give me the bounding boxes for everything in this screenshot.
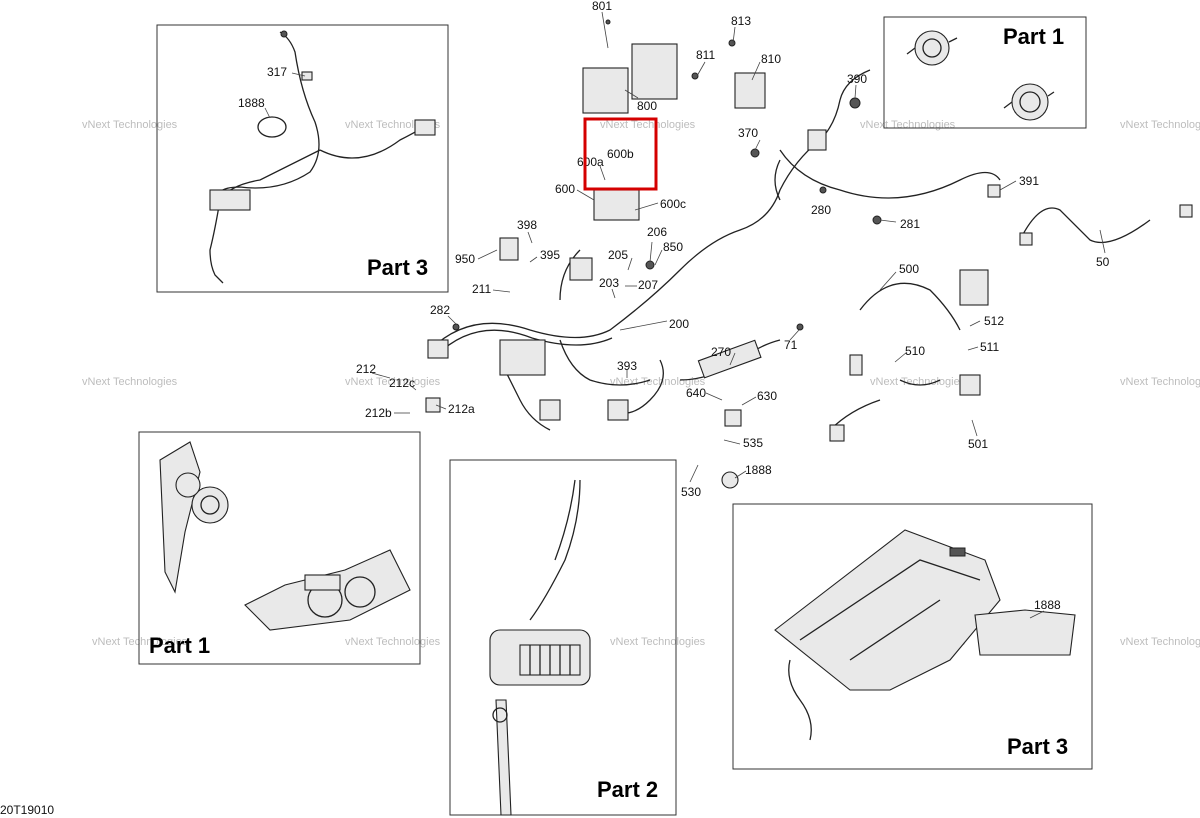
callout-500[interactable]: 500 [899,262,919,276]
panel-part1-bottom-left[interactable]: Part 1 [138,431,421,665]
watermark: vNext Technologies [610,376,706,388]
callout-811[interactable]: 811 [696,48,715,62]
body-tub-drawing [774,529,1076,741]
winch-drawing [489,479,591,816]
highlight-box [583,117,658,191]
callout-212b[interactable]: 212b [365,406,392,420]
callout-512[interactable]: 512 [984,314,1004,328]
callout-510[interactable]: 510 [905,344,925,358]
watermark: vNext Technologies [345,636,441,648]
panel-part2-bottom-center[interactable]: Part 2 [449,459,677,816]
callout-206[interactable]: 206 [647,225,667,239]
callout-212a[interactable]: 212a [448,402,475,416]
callout-211[interactable]: 211 [472,282,491,296]
callout-390[interactable]: 390 [847,72,867,86]
callout-801[interactable]: 801 [592,0,612,13]
callout-511[interactable]: 511 [980,340,999,354]
callout-600[interactable]: 600 [555,182,575,196]
panel-title: Part 3 [367,255,428,280]
harness-drawing [209,30,436,284]
callout-950[interactable]: 950 [455,252,475,266]
callout-370[interactable]: 370 [738,126,758,140]
callout-281[interactable]: 281 [900,217,920,231]
headlight-drawing [159,441,411,631]
callout-530[interactable]: 530 [681,485,701,499]
callouts: 801 813 811 810 800 390 370 600b 600a 60… [238,0,1110,612]
callout-1888[interactable]: 1888 [1034,598,1061,612]
callout-50[interactable]: 50 [1096,255,1110,269]
callout-282[interactable]: 282 [430,303,450,317]
callout-395[interactable]: 395 [540,248,560,262]
watermark: vNext Technologies [600,119,696,131]
panel-part1-top-right[interactable]: Part 1 [883,16,1087,129]
ecu-module [582,67,629,114]
watermark: vNext Technologies [870,376,966,388]
callout-600b[interactable]: 600b [607,147,634,161]
panel-title: Part 1 [149,633,210,658]
leader-lines [264,11,1106,619]
panel-part3-top-left[interactable]: Part 3 [156,24,449,293]
callout-630[interactable]: 630 [757,389,777,403]
callout-535[interactable]: 535 [743,436,763,450]
callout-280[interactable]: 280 [811,203,831,217]
panel-part3-bottom-right[interactable]: Part 3 [732,503,1093,770]
diagram-code: 20T19010 [0,803,54,817]
panel-title: Part 1 [1003,24,1064,49]
watermark: vNext Technologies [860,119,956,131]
callout-1888[interactable]: 1888 [745,463,772,477]
watermark: vNext Technologies [345,376,441,388]
callout-810[interactable]: 810 [761,52,781,66]
callout-207[interactable]: 207 [638,278,658,292]
callout-203[interactable]: 203 [599,276,619,290]
watermark: vNext Technologies [92,636,188,648]
callout-71[interactable]: 71 [784,338,798,352]
callout-212c[interactable]: 212c [389,376,415,390]
round-lamp-drawing [906,30,1055,121]
callout-317[interactable]: 317 [267,65,287,79]
panel-title: Part 3 [1007,734,1068,759]
callout-270[interactable]: 270 [711,345,731,359]
callout-391[interactable]: 391 [1019,174,1039,188]
callout-1888[interactable]: 1888 [238,96,265,110]
callout-212[interactable]: 212 [356,362,376,376]
watermark: vNext Technologies [610,636,706,648]
callout-600a[interactable]: 600a [577,155,604,169]
callout-813[interactable]: 813 [731,14,751,28]
callout-501[interactable]: 501 [968,437,988,451]
watermark: vNext Technologies [82,119,178,131]
callout-200[interactable]: 200 [669,317,689,331]
callout-205[interactable]: 205 [608,248,628,262]
panel-title: Part 2 [597,777,658,802]
callout-600c[interactable]: 600c [660,197,686,211]
callout-640[interactable]: 640 [686,386,706,400]
watermark: vNext Technologies [1120,376,1200,388]
watermark: vNext Technologies [1120,636,1200,648]
watermark: vNext Technologies [1120,119,1200,131]
watermark: vNext Technologies [82,376,178,388]
callout-800[interactable]: 800 [637,99,657,113]
callout-850[interactable]: 850 [663,240,683,254]
callout-393[interactable]: 393 [617,359,637,373]
callout-398[interactable]: 398 [517,218,537,232]
